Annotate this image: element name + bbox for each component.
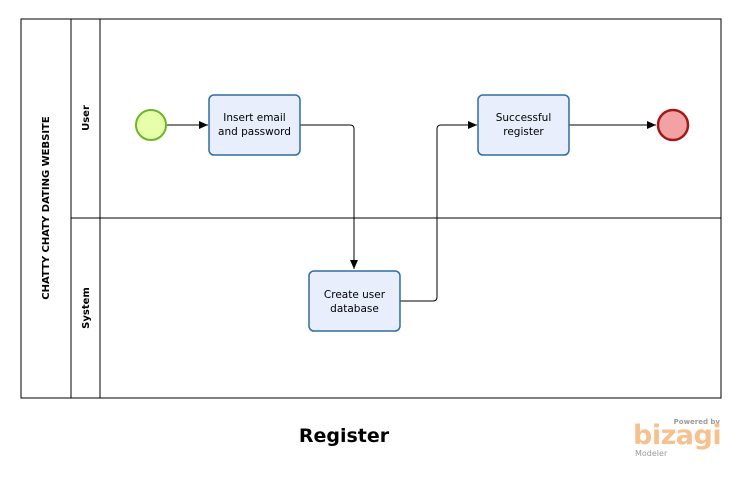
- bizagi-logo: Powered by bizagi Modeler: [630, 418, 722, 458]
- task-label-line-2: register: [503, 126, 544, 138]
- task-label-line-1: Insert email: [223, 112, 285, 124]
- lane-title-system: System: [81, 287, 92, 329]
- task-label-line-2: and password: [218, 126, 291, 138]
- diagram-title: Register: [298, 425, 390, 447]
- flow-insert-to-create: [300, 124, 358, 269]
- task-insert-email-password: Insert email and password: [208, 94, 301, 156]
- task-label-line-1: Successful: [496, 112, 552, 124]
- start-event: [135, 109, 167, 141]
- pool: [20, 18, 722, 399]
- task-label-line-1: Create user: [324, 289, 386, 301]
- brand-name: bizagi: [633, 420, 722, 451]
- end-event: [656, 108, 690, 142]
- flow-create-to-success: [400, 121, 477, 302]
- pool-title: CHATTY CHATY DATING WEBSITE: [41, 116, 52, 300]
- lane-title-user: User: [81, 105, 92, 131]
- task-label-line-2: database: [330, 303, 379, 315]
- task-successful-register: Successful register: [477, 94, 570, 156]
- brand-product: Modeler: [635, 449, 668, 458]
- task-create-user-database: Create user database: [308, 270, 401, 332]
- powered-by-text: Powered by: [673, 418, 720, 426]
